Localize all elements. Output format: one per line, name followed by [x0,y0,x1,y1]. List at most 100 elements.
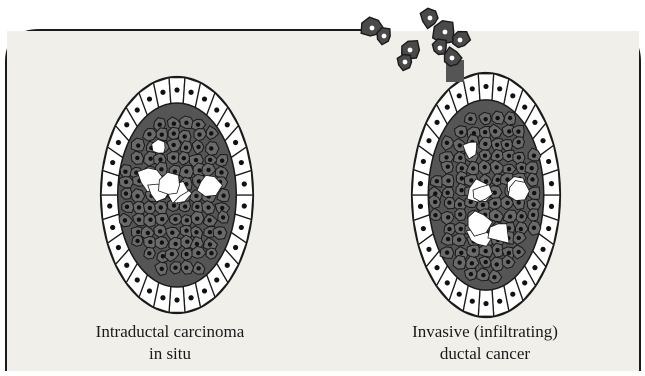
invasive-cancer-nucleus [458,202,462,206]
in-situ-cancer-nucleus [220,206,224,210]
invasive-normal-nucleus [540,138,545,143]
in-situ-normal-nucleus [233,245,238,250]
in-situ-normal-nucleus [124,263,129,268]
in-situ-cancer-nucleus [136,230,140,234]
invasive-cancer-nucleus [446,164,450,168]
invasive-cancer-nucleus [481,203,485,207]
invasive-cancer-nucleus [516,140,520,144]
invasive-cancer-nucleus [483,153,487,157]
in-situ-cancer-nucleus [148,217,152,221]
in-situ-normal-nucleus [116,140,121,145]
escaping-cell-nucleus [450,56,455,61]
in-situ-cancer-nucleus [124,180,128,184]
in-situ-cancer-nucleus [173,169,177,173]
invasive-cancer-nucleus [517,236,521,240]
invasive-cancer-nucleus [468,117,472,121]
invasive-cancer-nucleus [471,166,475,170]
invasive-normal-nucleus [418,181,423,186]
in-situ-cancer-nucleus [196,251,200,255]
invasive-cancer-nucleus [483,117,487,121]
invasive-normal-nucleus [426,247,431,252]
in-situ-normal-nucleus [188,295,193,300]
invasive-cancer-nucleus [469,178,473,182]
invasive-cancer-nucleus [433,213,437,217]
invasive-normal-nucleus [434,120,439,125]
invasive-normal-nucleus [426,138,431,143]
invasive-cancer-nucleus [459,188,463,192]
duct-in-situ [101,77,253,313]
escaping-cell-nucleus [382,34,387,39]
invasive-cancer-nucleus [447,200,451,204]
invasive-cancer-nucleus [495,262,499,266]
in-situ-normal-nucleus [188,90,193,95]
invasive-normal-nucleus [418,204,423,209]
in-situ-normal-nucleus [107,203,112,208]
in-situ-cancer-nucleus [160,132,164,136]
in-situ-normal-nucleus [214,107,219,112]
escaping-cell-nucleus [438,46,443,51]
in-situ-normal-nucleus [174,87,179,92]
in-situ-cancer-nucleus [184,252,188,256]
invasive-normal-nucleus [532,265,537,270]
in-situ-cancer-nucleus [171,143,175,147]
invasive-normal-nucleus [546,159,551,164]
caption-invasive: Invasive (infiltrating) ductal cancer [385,321,585,365]
invasive-cancer-nucleus [530,166,534,170]
in-situ-cancer-nucleus [182,156,186,160]
invasive-cancer-nucleus [445,141,449,145]
invasive-cancer-nucleus [519,227,523,231]
invasive-normal-nucleus [510,93,515,98]
invasive-cancer-nucleus [495,154,499,158]
in-situ-cancer-nucleus [184,265,188,269]
invasive-cancer-nucleus [507,167,511,171]
invasive-cancer-nucleus [433,200,437,204]
in-situ-cancer-nucleus [221,194,225,198]
invasive-cancer-nucleus [458,143,462,147]
in-situ-cancer-nucleus [208,230,212,234]
in-situ-cancer-nucleus [172,121,176,125]
invasive-cancer-nucleus [483,130,487,134]
in-situ-cancer-nucleus [196,145,200,149]
in-situ-normal-nucleus [242,181,247,186]
invasive-cancer-nucleus [495,116,499,120]
in-situ-cancer-nucleus [208,242,212,246]
invasive-cancer-nucleus [446,237,450,241]
in-situ-cancer-nucleus [220,159,224,163]
invasive-cancer-nucleus [507,129,511,133]
invasive-cancer-nucleus [460,166,464,170]
in-situ-normal-nucleus [214,277,219,282]
in-situ-cancer-nucleus [173,242,177,246]
invasive-cancer-nucleus [457,237,461,241]
in-situ-cancer-nucleus [184,121,188,125]
in-situ-cancer-nucleus [196,122,200,126]
caption-invasive-line2: ductal cancer [385,343,585,365]
duct-invasive [412,73,560,317]
in-situ-cancer-nucleus [147,251,151,255]
invasive-cancer-nucleus [444,155,448,159]
invasive-cancer-nucleus [506,260,510,264]
in-situ-normal-nucleus [225,263,230,268]
escaping-cell-nucleus [370,26,375,31]
invasive-cancer-nucleus [505,201,509,205]
invasive-cancer-nucleus [459,130,463,134]
in-situ-cancer-nucleus [183,204,187,208]
in-situ-cancer-nucleus [182,134,186,138]
invasive-cancer-nucleus [483,142,487,146]
invasive-cancer-nucleus [447,227,451,231]
in-situ-cancer-nucleus [123,169,127,173]
invasive-normal-nucleus [549,181,554,186]
invasive-cancer-nucleus [494,214,498,218]
in-situ-cancer-nucleus [160,267,164,271]
invasive-cancer-nucleus [445,250,449,254]
in-situ-cancer-nucleus [197,168,201,172]
invasive-normal-nucleus [470,299,475,304]
in-situ-cancer-nucleus [197,132,201,136]
in-situ-normal-nucleus [202,288,207,293]
invasive-normal-nucleus [434,265,439,270]
in-situ-cancer-nucleus [195,242,199,246]
in-situ-normal-nucleus [135,277,140,282]
invasive-normal-nucleus [497,86,502,91]
in-situ-cancer-nucleus [148,206,152,210]
in-situ-cancer-nucleus [209,131,213,135]
